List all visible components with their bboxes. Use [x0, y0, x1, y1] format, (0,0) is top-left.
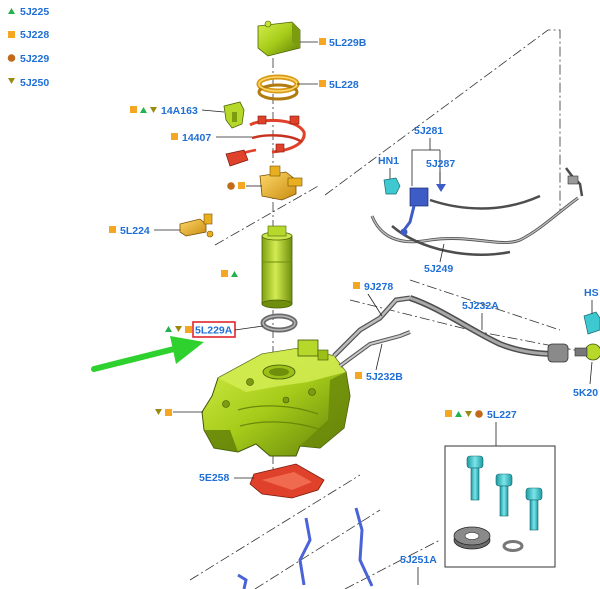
washer-small	[502, 540, 524, 552]
part-5l228-ring	[256, 74, 300, 101]
brown-circle-icon	[7, 54, 16, 62]
callout-5e258: 5E258	[199, 472, 230, 484]
callout-5l224: 5L224	[120, 225, 150, 237]
orange-square-icon	[8, 31, 15, 38]
callout-5l229a: 5L229A	[195, 325, 233, 337]
callout-14a163: 14A163	[161, 105, 198, 117]
callout-9j278: 9J278	[364, 281, 393, 293]
callout-5l228: 5L228	[329, 79, 359, 91]
callout-5l227: 5L227	[487, 409, 517, 421]
green-triangle-icon	[231, 271, 238, 277]
orange-square-icon	[130, 106, 137, 113]
bolt-2	[495, 473, 513, 517]
legend-code: 5J225	[20, 6, 49, 18]
part-5j249-harness	[370, 167, 584, 256]
part-5e258-shield	[249, 463, 325, 499]
orange-square-icon	[445, 410, 452, 417]
callout-5j232b: 5J232B	[366, 371, 403, 383]
legend-item-5j225: 5J225	[8, 6, 49, 18]
brown-circle-icon	[475, 410, 483, 418]
callout-5j232a: 5J232A	[462, 300, 499, 312]
legend-code: 5J250	[20, 77, 49, 89]
part-14a163-connector	[223, 101, 245, 129]
orange-square-icon	[238, 182, 245, 189]
legend: 5J225 5J228 5J229 5J250	[7, 6, 49, 89]
clip-icon	[436, 184, 446, 192]
callout-5j281: 5J281	[414, 125, 443, 137]
callout-hs: HS	[584, 287, 599, 299]
orange-square-icon	[185, 326, 192, 333]
legend-item-5j229: 5J229	[7, 53, 49, 65]
part-5j232a-hose	[409, 295, 600, 363]
callout-5k20: 5K20	[573, 387, 598, 399]
highlight-box	[192, 321, 236, 338]
part-fuel-sender	[259, 165, 303, 201]
grommet-large	[453, 526, 491, 550]
legend-code: 5J228	[20, 29, 49, 41]
bolt-1	[466, 455, 484, 501]
brown-circle-icon	[227, 182, 235, 190]
orange-square-icon	[319, 80, 326, 87]
part-5l229b-cap	[257, 20, 301, 57]
green-triangle-icon	[8, 8, 15, 14]
orange-square-icon	[109, 226, 116, 233]
callout-5j287: 5J287	[426, 158, 455, 170]
orange-square-icon	[165, 409, 172, 416]
olive-triangle-icon	[8, 78, 15, 84]
olive-triangle-icon	[175, 326, 182, 332]
green-triangle-icon	[455, 411, 462, 417]
green-triangle-icon	[140, 107, 147, 113]
part-hn1-clip	[383, 177, 401, 195]
bolt-3	[525, 487, 543, 531]
part-tank-straps	[237, 507, 374, 589]
orange-square-icon	[355, 372, 362, 379]
part-hs-sensor	[583, 311, 600, 335]
callout-5j249: 5J249	[424, 263, 453, 275]
legend-code: 5J229	[20, 53, 49, 65]
olive-triangle-icon	[155, 409, 162, 415]
part-5l229a-seal	[260, 313, 298, 333]
legend-item-5j250: 5J250	[8, 77, 49, 89]
callout-5l229b: 5L229B	[329, 37, 367, 49]
olive-triangle-icon	[150, 107, 157, 113]
pointer-arrow	[91, 336, 204, 372]
part-pump-module	[261, 225, 293, 309]
legend-item-5j228: 5J228	[8, 29, 49, 41]
part-5j232b-pipe	[338, 330, 411, 368]
green-triangle-icon	[165, 326, 172, 332]
olive-triangle-icon	[465, 411, 472, 417]
callout-hn1: HN1	[378, 155, 399, 167]
inset-box-5l227	[444, 445, 556, 568]
orange-square-icon	[319, 38, 326, 45]
part-9j278-pipe	[332, 295, 411, 358]
callout-14407: 14407	[182, 132, 211, 144]
part-14407-harness	[225, 115, 306, 167]
part-fuel-tank	[201, 339, 351, 457]
callout-5j251a: 5J251A	[400, 554, 437, 566]
orange-square-icon	[221, 270, 228, 277]
orange-square-icon	[353, 282, 360, 289]
orange-square-icon	[171, 133, 178, 140]
part-5l224-sensor	[179, 213, 214, 238]
